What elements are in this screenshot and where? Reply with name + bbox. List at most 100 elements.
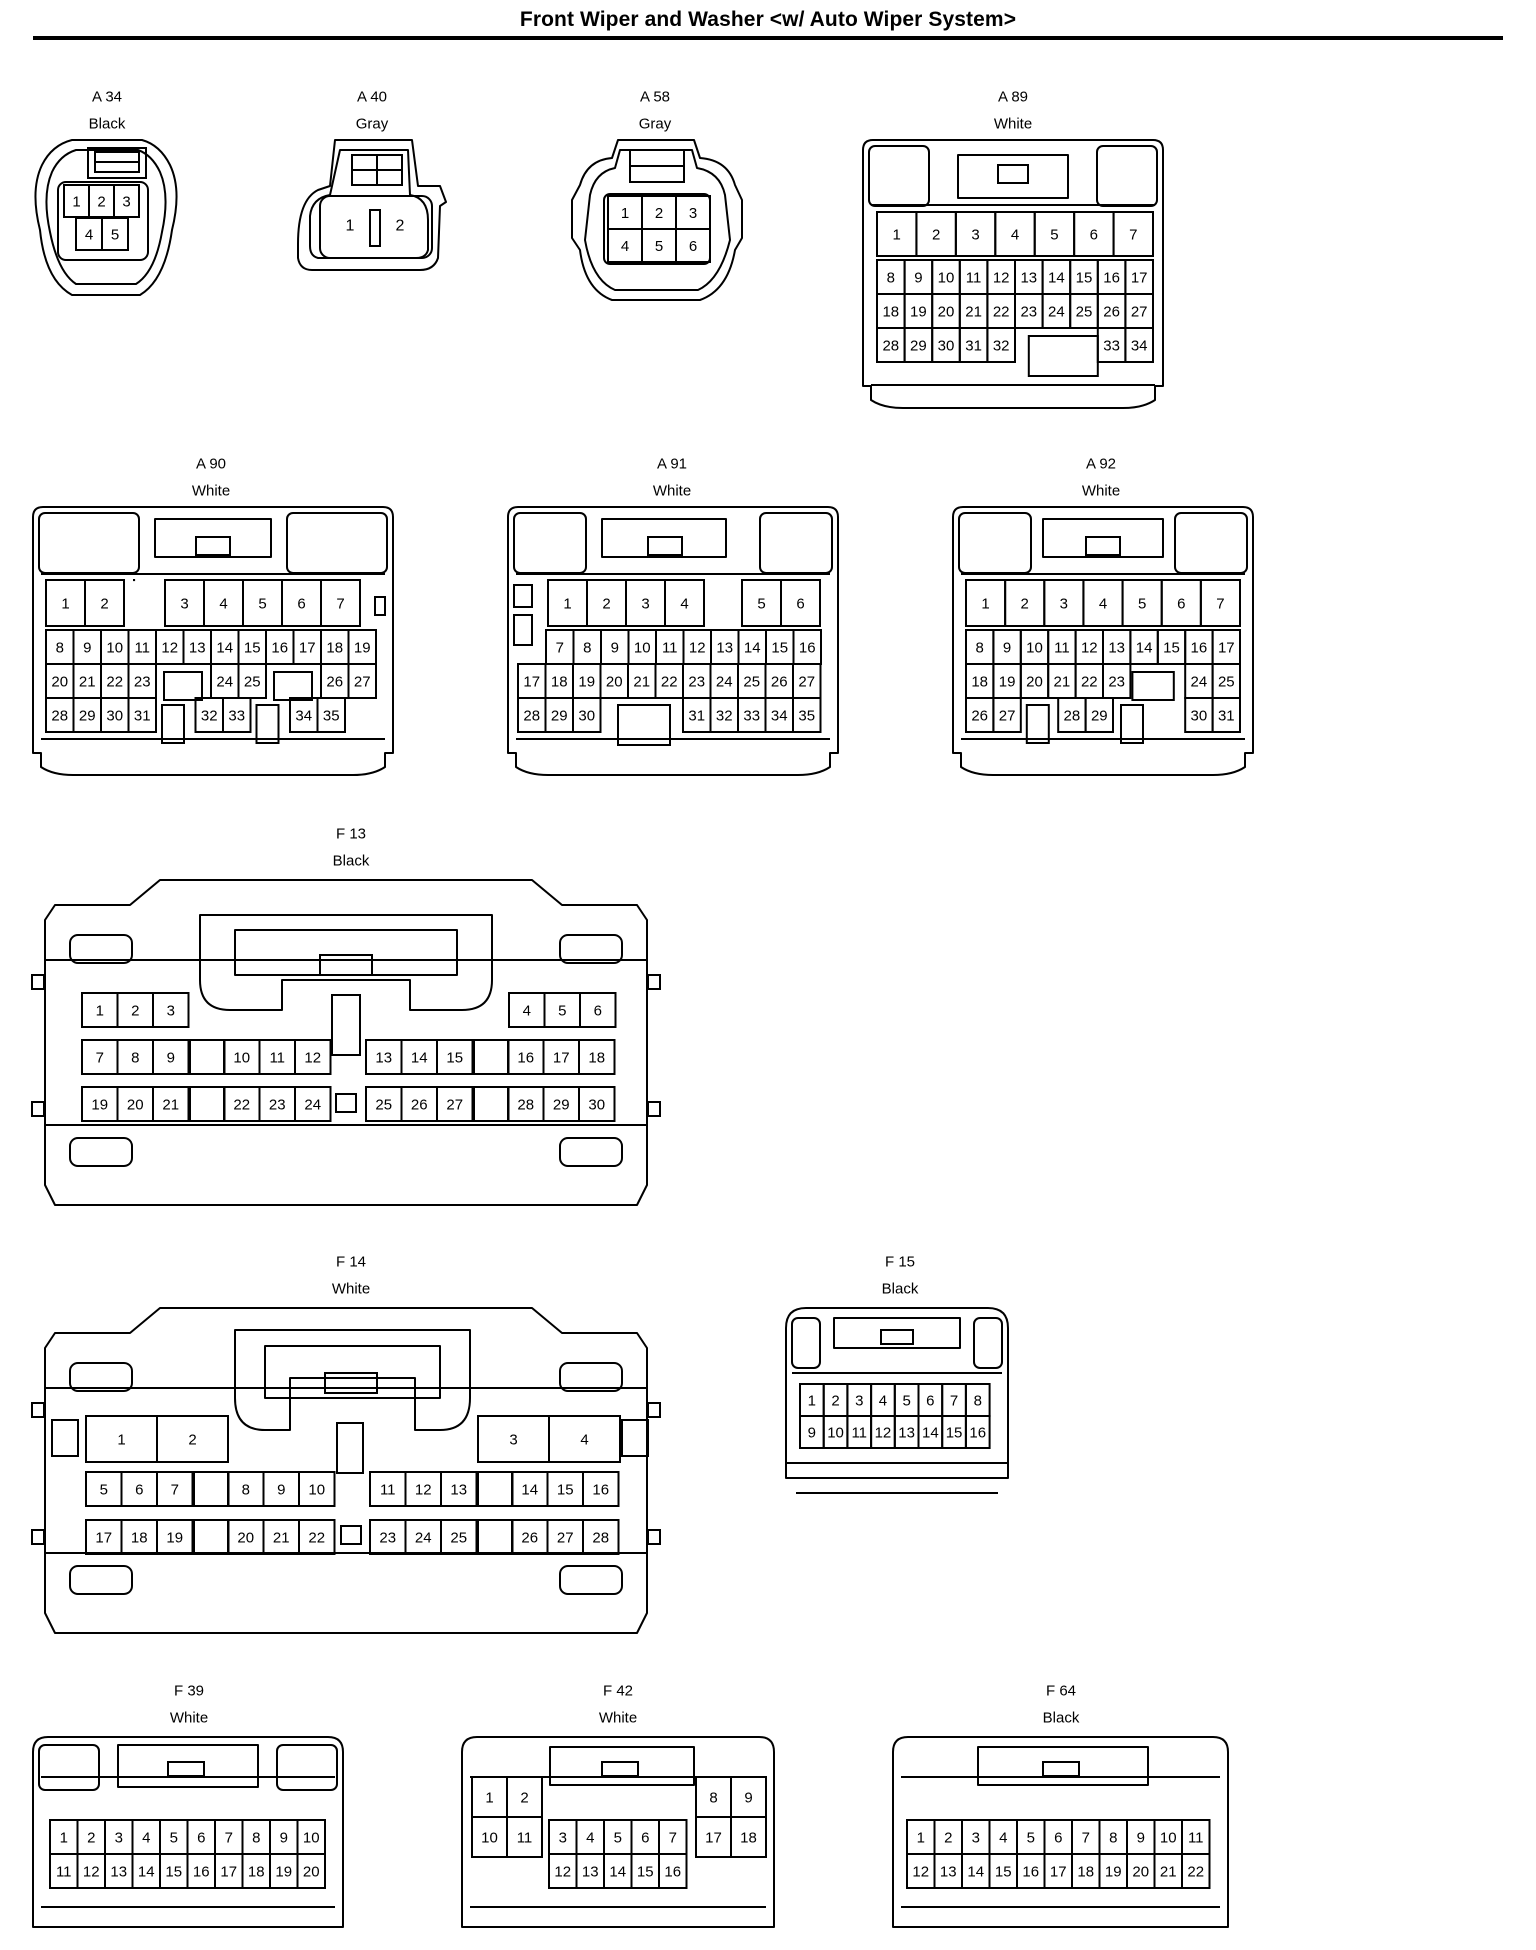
pin-cavity [1124, 327, 1155, 363]
housing-outline [199, 914, 493, 1011]
pin-cavity [792, 697, 822, 733]
pin-number: 3 [689, 205, 697, 222]
pin-number: 17 [1218, 640, 1235, 657]
housing-outline [791, 1317, 821, 1369]
pin-number: 9 [611, 640, 619, 657]
housing-outline [513, 512, 587, 574]
pin-cavity [156, 1519, 194, 1555]
housing-outline [69, 1565, 133, 1595]
pin-number: 19 [91, 1097, 108, 1114]
pin-number: 9 [808, 1425, 816, 1442]
pin-number: 19 [275, 1864, 292, 1881]
pin-number: 9 [167, 1050, 175, 1067]
pin-number: 23 [1020, 304, 1037, 321]
housing-outline [1042, 518, 1164, 558]
pin-cavity [316, 697, 346, 733]
pin-number: 14 [216, 640, 233, 657]
pin-number: 30 [1191, 708, 1208, 725]
housing-outline [559, 1565, 623, 1595]
center-key [617, 704, 671, 746]
pin-cavity [152, 992, 190, 1028]
pin-number: 16 [1103, 270, 1120, 287]
pin-number: 9 [744, 1790, 752, 1807]
pin-cavity [986, 327, 1017, 363]
pin-cavity [664, 579, 705, 627]
pin-number: 32 [993, 338, 1010, 355]
pin-number: 22 [661, 674, 678, 691]
housing-outline [69, 934, 133, 964]
side-slot [513, 614, 533, 646]
blank-cavity [193, 1471, 230, 1507]
pin-number: 34 [771, 708, 788, 725]
pin-number: 5 [1050, 227, 1058, 244]
pin-number: 13 [375, 1050, 392, 1067]
side-tab [647, 1402, 661, 1418]
pin-number: 23 [1108, 674, 1125, 691]
keyway [1025, 704, 1050, 744]
pin-number: 5 [757, 596, 765, 613]
pin-number: 22 [233, 1097, 250, 1114]
housing-outline [997, 164, 1029, 184]
pin-number: 14 [744, 640, 761, 657]
pin-number: 28 [592, 1530, 609, 1547]
pin-number: 6 [926, 1393, 934, 1410]
pin-number: 30 [588, 1097, 605, 1114]
housing-outline [38, 512, 140, 574]
pin-number: 16 [271, 640, 288, 657]
keyway [273, 671, 313, 701]
housing-outline [369, 209, 381, 247]
pin-number: 18 [1077, 1864, 1094, 1881]
pin-cavity [436, 1039, 474, 1075]
pin-number: 27 [354, 674, 371, 691]
pin-number: 4 [523, 1003, 531, 1020]
pin-number: 6 [1090, 227, 1098, 244]
pin-number: 14 [521, 1482, 538, 1499]
pin-number: 24 [1048, 304, 1065, 321]
blank-cavity [477, 1519, 514, 1555]
housing-outline [785, 1307, 1009, 1479]
housing-outline [880, 1329, 914, 1345]
side-slot [513, 584, 533, 608]
connector-id-label: F 64 [1046, 1683, 1076, 1700]
pin-number: 16 [592, 1482, 609, 1499]
pin-cavity [658, 1853, 688, 1889]
connector-color-label: White [1082, 483, 1120, 500]
pin-number: 28 [882, 338, 899, 355]
pin-number: 20 [938, 304, 955, 321]
connector-color-label: White [599, 1710, 637, 1727]
pin-number: 17 [553, 1050, 570, 1067]
pin-number: 6 [197, 1830, 205, 1847]
pin-number: 8 [1109, 1830, 1117, 1847]
pin-number: 1 [72, 194, 80, 211]
pin-number: 26 [1103, 304, 1120, 321]
connector-id-label: F 15 [885, 1254, 915, 1271]
pin-number: 17 [95, 1530, 112, 1547]
pin-number: 13 [1108, 640, 1125, 657]
housing-outline [264, 1345, 441, 1399]
pin-number: 12 [554, 1864, 571, 1881]
pin-number: 5 [655, 238, 663, 255]
pin-number: 26 [971, 708, 988, 725]
pin-number: 33 [228, 708, 245, 725]
housing-outline [297, 139, 447, 271]
side-tab [31, 1529, 45, 1545]
side-tab [374, 596, 386, 616]
pin-number: 7 [171, 1482, 179, 1499]
connector-id-label: F 13 [336, 826, 366, 843]
pin-number: 3 [641, 596, 649, 613]
pin-number: 1 [563, 596, 571, 613]
pin-number: 34 [1131, 338, 1148, 355]
pin-number: 12 [304, 1050, 321, 1067]
pin-number: 18 [551, 674, 568, 691]
pin-number: 6 [689, 238, 697, 255]
pin-number: 17 [220, 1864, 237, 1881]
pin-number: 10 [106, 640, 123, 657]
housing-outline [868, 145, 930, 207]
connector-color-label: White [170, 1710, 208, 1727]
